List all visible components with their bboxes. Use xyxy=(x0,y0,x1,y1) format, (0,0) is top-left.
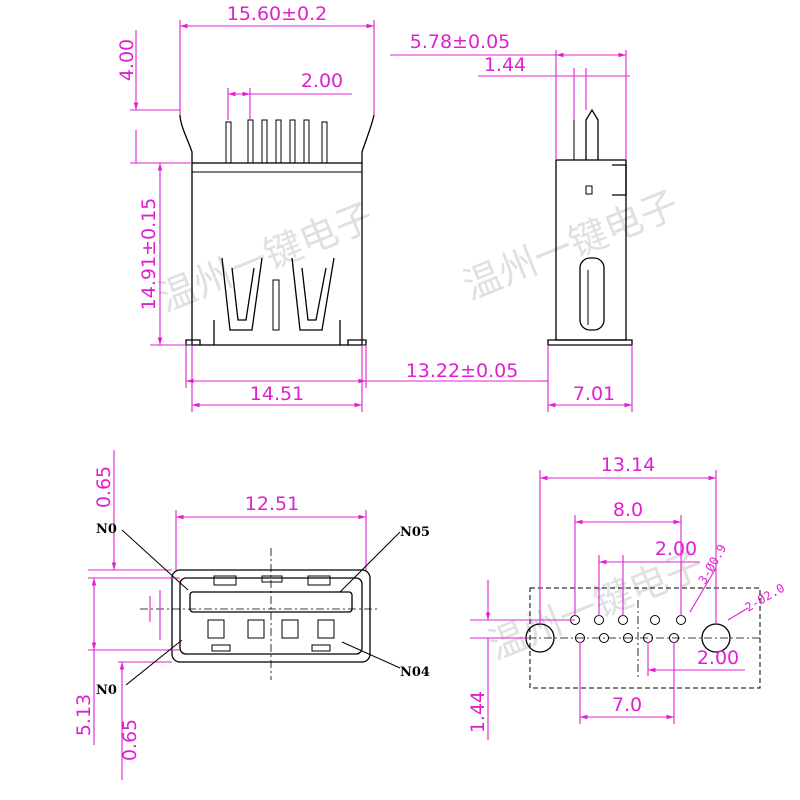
dim-footprint-pitch-bottom: 2.00 xyxy=(697,647,739,669)
note-hole-2: 2-Ø2.0 xyxy=(743,581,788,615)
watermark-right: 温州一键电子 xyxy=(457,182,685,308)
dim-side-pin-offset: 1.44 xyxy=(484,54,526,76)
label-n0-bottom: N0 xyxy=(96,683,117,698)
side-contact xyxy=(579,257,605,331)
front-spring-right xyxy=(291,257,335,331)
dim-side-bottom: 7.01 xyxy=(573,383,615,405)
dim-body-height: 14.91±0.15 xyxy=(138,198,160,311)
dim-footprint-inner: 8.0 xyxy=(613,499,643,521)
front-outer-tabs xyxy=(179,114,375,163)
front-view: 15.60±0.2 2.00 4.00 14.91±0.15 14.51 xyxy=(116,3,540,412)
dim-top-offset: 0.65 xyxy=(93,466,115,508)
watermark-left: 温州一键电子 xyxy=(152,194,380,320)
label-n04: N04 xyxy=(400,665,430,680)
dim-footprint-row-offset: 1.44 xyxy=(467,691,489,733)
side-view: 5.78±0.05 1.44 13.22±0.05 7.01 xyxy=(390,31,633,412)
dim-pin-extension: 4.00 xyxy=(116,39,138,81)
side-pin xyxy=(585,108,599,160)
dim-pin-pitch: 2.00 xyxy=(301,70,343,92)
front-spring-left xyxy=(221,257,263,331)
label-n05: N05 xyxy=(400,525,430,540)
label-n0-top: N0 xyxy=(96,522,117,537)
dim-footprint-bottom-span: 7.0 xyxy=(612,694,642,716)
watermark-bottom: 温州一键电子 xyxy=(482,542,710,668)
dim-bottom-offset: 0.65 xyxy=(119,719,141,761)
dim-opening-width: 12.51 xyxy=(245,493,299,515)
dim-footprint-pitch-top: 2.00 xyxy=(655,538,697,560)
dim-tab-span: 13.22±0.05 xyxy=(406,360,519,382)
top-view: 12.51 0.65 5.13 0.65 N0 N05 N04 N0 xyxy=(73,450,430,780)
dim-body-width: 14.51 xyxy=(250,383,304,405)
front-pins xyxy=(225,119,328,164)
dim-total-height: 5.13 xyxy=(73,694,95,736)
dim-width-total: 15.60±0.2 xyxy=(227,3,328,25)
dim-side-depth: 5.78±0.05 xyxy=(410,31,511,53)
dim-footprint-overall: 13.14 xyxy=(601,454,655,476)
